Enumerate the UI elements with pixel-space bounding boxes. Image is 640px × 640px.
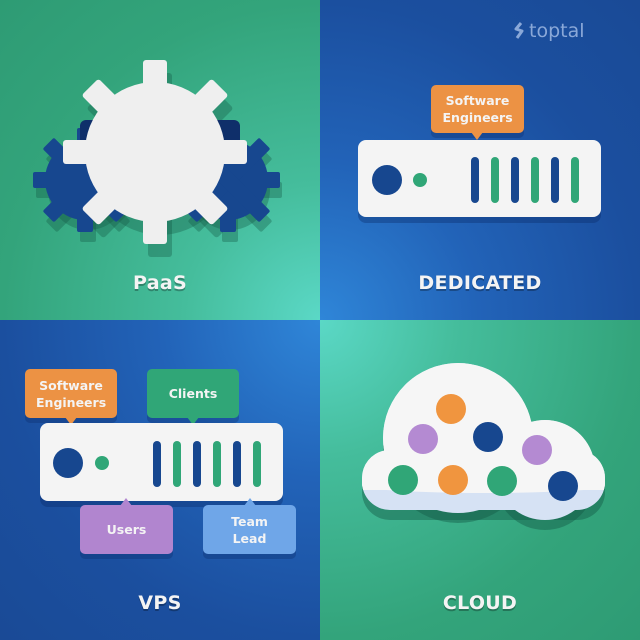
cloud-dot [548,471,578,501]
toptal-logo-text: toptal [529,20,585,42]
cloud-dot [388,465,418,495]
bubble-tail [65,417,77,425]
cloud-dot [438,465,468,495]
software-engineers-bubble: Software Engineers [25,369,117,425]
cloud-dot [487,466,517,496]
cloud-icon [362,363,605,530]
bubble-tail [120,498,132,506]
dedicated-label: DEDICATED [418,272,542,294]
drive-bay [253,441,261,487]
bubble-text: Team Lead [231,513,268,546]
bubble-text: Software Engineers [442,93,513,125]
cloud-label: CLOUD [442,592,518,614]
toptal-logo-icon [514,22,524,39]
bubble-text: Clients [168,386,218,401]
bubble-tail [187,417,199,425]
gears-icon [33,60,282,257]
drive-bay [173,441,181,487]
team-lead-bubble: Team Lead [203,498,296,554]
toptal-logo: toptal [513,20,585,42]
software-engineers-bubble: Software Engineers [431,85,524,140]
cloud-dot [408,424,438,454]
clients-bubble: Clients [147,369,239,425]
dedicated-server [358,140,601,217]
status-led [95,456,109,470]
cloud-dot [522,435,552,465]
drive-bay [193,441,201,487]
bubble-tail [244,498,256,506]
bubble-tail [471,132,483,140]
vps-label: VPS [138,592,182,614]
cloud-dot [473,422,503,452]
users-bubble: Users [80,498,173,554]
drive-bay [471,157,479,203]
vps-panel: Software Engineers Clients Users Team Le… [0,320,320,640]
power-indicator [372,165,402,195]
bubble-text: Software Engineers [36,377,107,410]
status-led [413,173,427,187]
drive-bay [531,157,539,203]
vps-server [40,423,283,501]
cloud-dot [436,394,466,424]
bubble-text: Users [106,522,147,537]
power-indicator [53,448,83,478]
drive-bay [511,157,519,203]
drive-bay [491,157,499,203]
dedicated-panel: toptal Software Engineers DEDICATED [320,0,640,320]
drive-bay [153,441,161,487]
cloud-panel: CLOUD [320,320,640,640]
paas-label: PaaS [133,272,187,294]
paas-panel: PaaS [0,0,320,320]
drive-bay [233,441,241,487]
drive-bay [213,441,221,487]
drive-bay [571,157,579,203]
drive-bay [551,157,559,203]
